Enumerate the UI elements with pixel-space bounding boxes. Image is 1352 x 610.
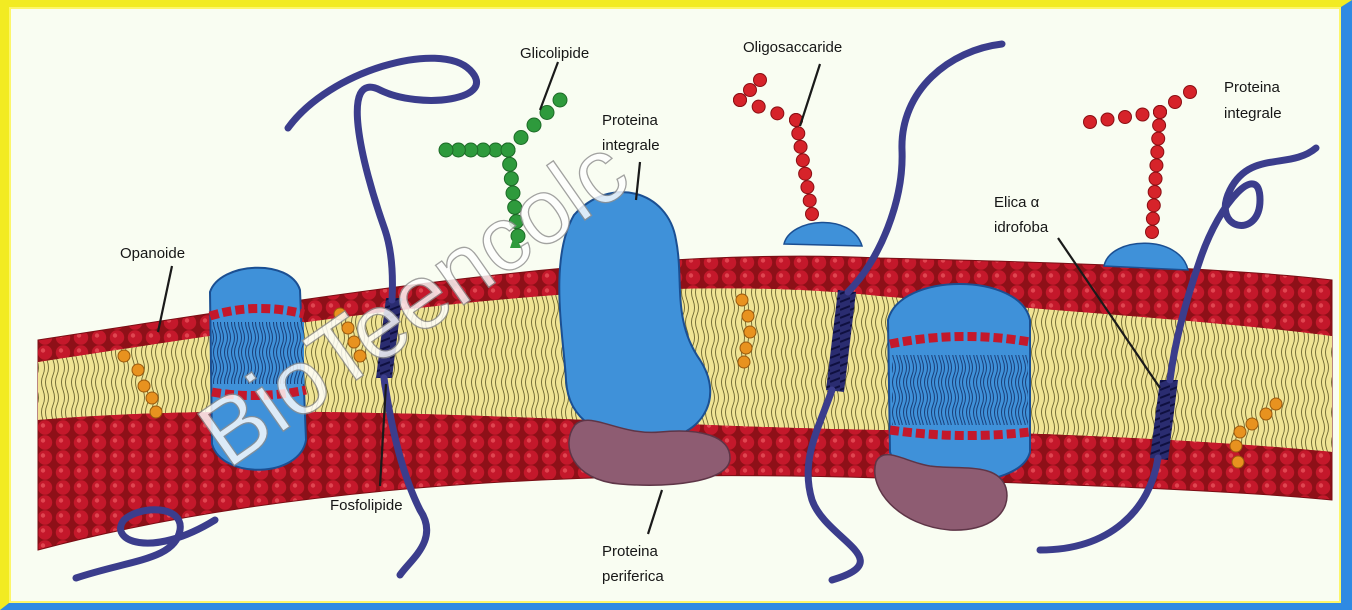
surface-protein-right	[1104, 243, 1188, 270]
glycolipid-sugar-bead	[476, 143, 490, 157]
hopanoid-bead	[738, 356, 750, 368]
leader-oligosaccharide	[800, 64, 820, 126]
label-integral-protein-center-line1: Proteina	[602, 112, 659, 129]
hopanoid-bead	[1230, 440, 1242, 452]
chain-mid	[848, 44, 1002, 292]
oligosaccharide-bead	[1084, 116, 1097, 129]
oligosaccharide-bead	[771, 107, 784, 120]
label-peripheral-protein-line2: periferica	[602, 568, 664, 585]
hopanoid-bead	[744, 326, 756, 338]
label-hydrophobic-helix-line1: Elica α	[994, 194, 1040, 211]
label-peripheral-protein-line1: Proteina	[602, 543, 659, 560]
oligosaccharide-bead	[1152, 132, 1165, 145]
hopanoid-bead	[150, 406, 162, 418]
label-phospholipid: Fosfolipide	[330, 497, 403, 514]
oligosaccharide-bead	[1150, 159, 1163, 172]
hopanoid-bead	[132, 364, 144, 376]
oligosaccharide-bead	[799, 167, 812, 180]
glycolipid-sugar-bead	[514, 131, 528, 145]
hopanoid-bead	[1260, 408, 1272, 420]
label-oligosaccharide: Oligosaccaride	[743, 39, 842, 56]
label-hopanoid: Opanoide	[120, 245, 185, 262]
oligosaccharide-bead	[1149, 172, 1162, 185]
oligosaccharide-bead	[1148, 186, 1161, 199]
oligosaccharide-bead	[792, 127, 805, 140]
hopanoid-bead	[736, 294, 748, 306]
hopanoid-bead	[138, 380, 150, 392]
glycolipid-sugar-bead	[553, 93, 567, 107]
oligosaccharide-bead	[734, 94, 747, 107]
glycolipid-sugar-bead	[501, 143, 515, 157]
glycolipid-sugar-bead	[439, 143, 453, 157]
oligosaccharide-bead	[1101, 113, 1114, 126]
label-glycolipid: Glicolipide	[520, 45, 589, 62]
integral-protein-right-barrel	[888, 284, 1030, 482]
hopanoid-bead	[1234, 426, 1246, 438]
hopanoid-bead	[740, 342, 752, 354]
oligosaccharide-bead	[1147, 199, 1160, 212]
oligosaccharide-bead	[1153, 119, 1166, 132]
hopanoid-bead	[1270, 398, 1282, 410]
oligosaccharide-bead	[1169, 96, 1182, 109]
oligosaccharide-bead	[754, 74, 767, 87]
protein-right-tails	[892, 355, 1028, 425]
label-hydrophobic-helix-line2: idrofoba	[994, 219, 1049, 236]
oligosaccharide-bead	[794, 140, 807, 153]
oligosaccharide-bead	[803, 194, 816, 207]
label-integral-protein-right-line2: integrale	[1224, 105, 1282, 122]
hopanoid-bead	[1232, 456, 1244, 468]
oligosaccharide-bead	[1146, 226, 1159, 239]
oligosaccharide-bead	[1154, 106, 1167, 119]
surface-protein-oligo	[784, 222, 862, 246]
oligosaccharide-bead	[1184, 86, 1197, 99]
label-integral-protein-right-line1: Proteina	[1224, 79, 1281, 96]
oligosaccharide-bead	[1146, 212, 1159, 225]
oligosaccharide-bead	[744, 84, 757, 97]
oligosaccharide-bead	[1151, 146, 1164, 159]
oligosaccharide-bead	[752, 100, 765, 113]
hopanoid-bead	[742, 310, 754, 322]
leader-peripheral	[648, 490, 662, 534]
oligosaccharide-bead	[1119, 111, 1132, 124]
oligosaccharide-bead	[801, 181, 814, 194]
hopanoid-bead	[146, 392, 158, 404]
oligosaccharide-bead	[806, 208, 819, 221]
hopanoid-bead	[118, 350, 130, 362]
oligosaccharide-chains	[734, 74, 1197, 239]
glycolipid-sugar-bead	[527, 118, 541, 132]
hopanoid-bead	[1246, 418, 1258, 430]
oligosaccharide-bead	[796, 154, 809, 167]
oligosaccharide-bead	[1136, 108, 1149, 121]
label-integral-protein-center-line2: integrale	[602, 137, 660, 154]
glycolipid-sugar-bead	[540, 106, 554, 120]
